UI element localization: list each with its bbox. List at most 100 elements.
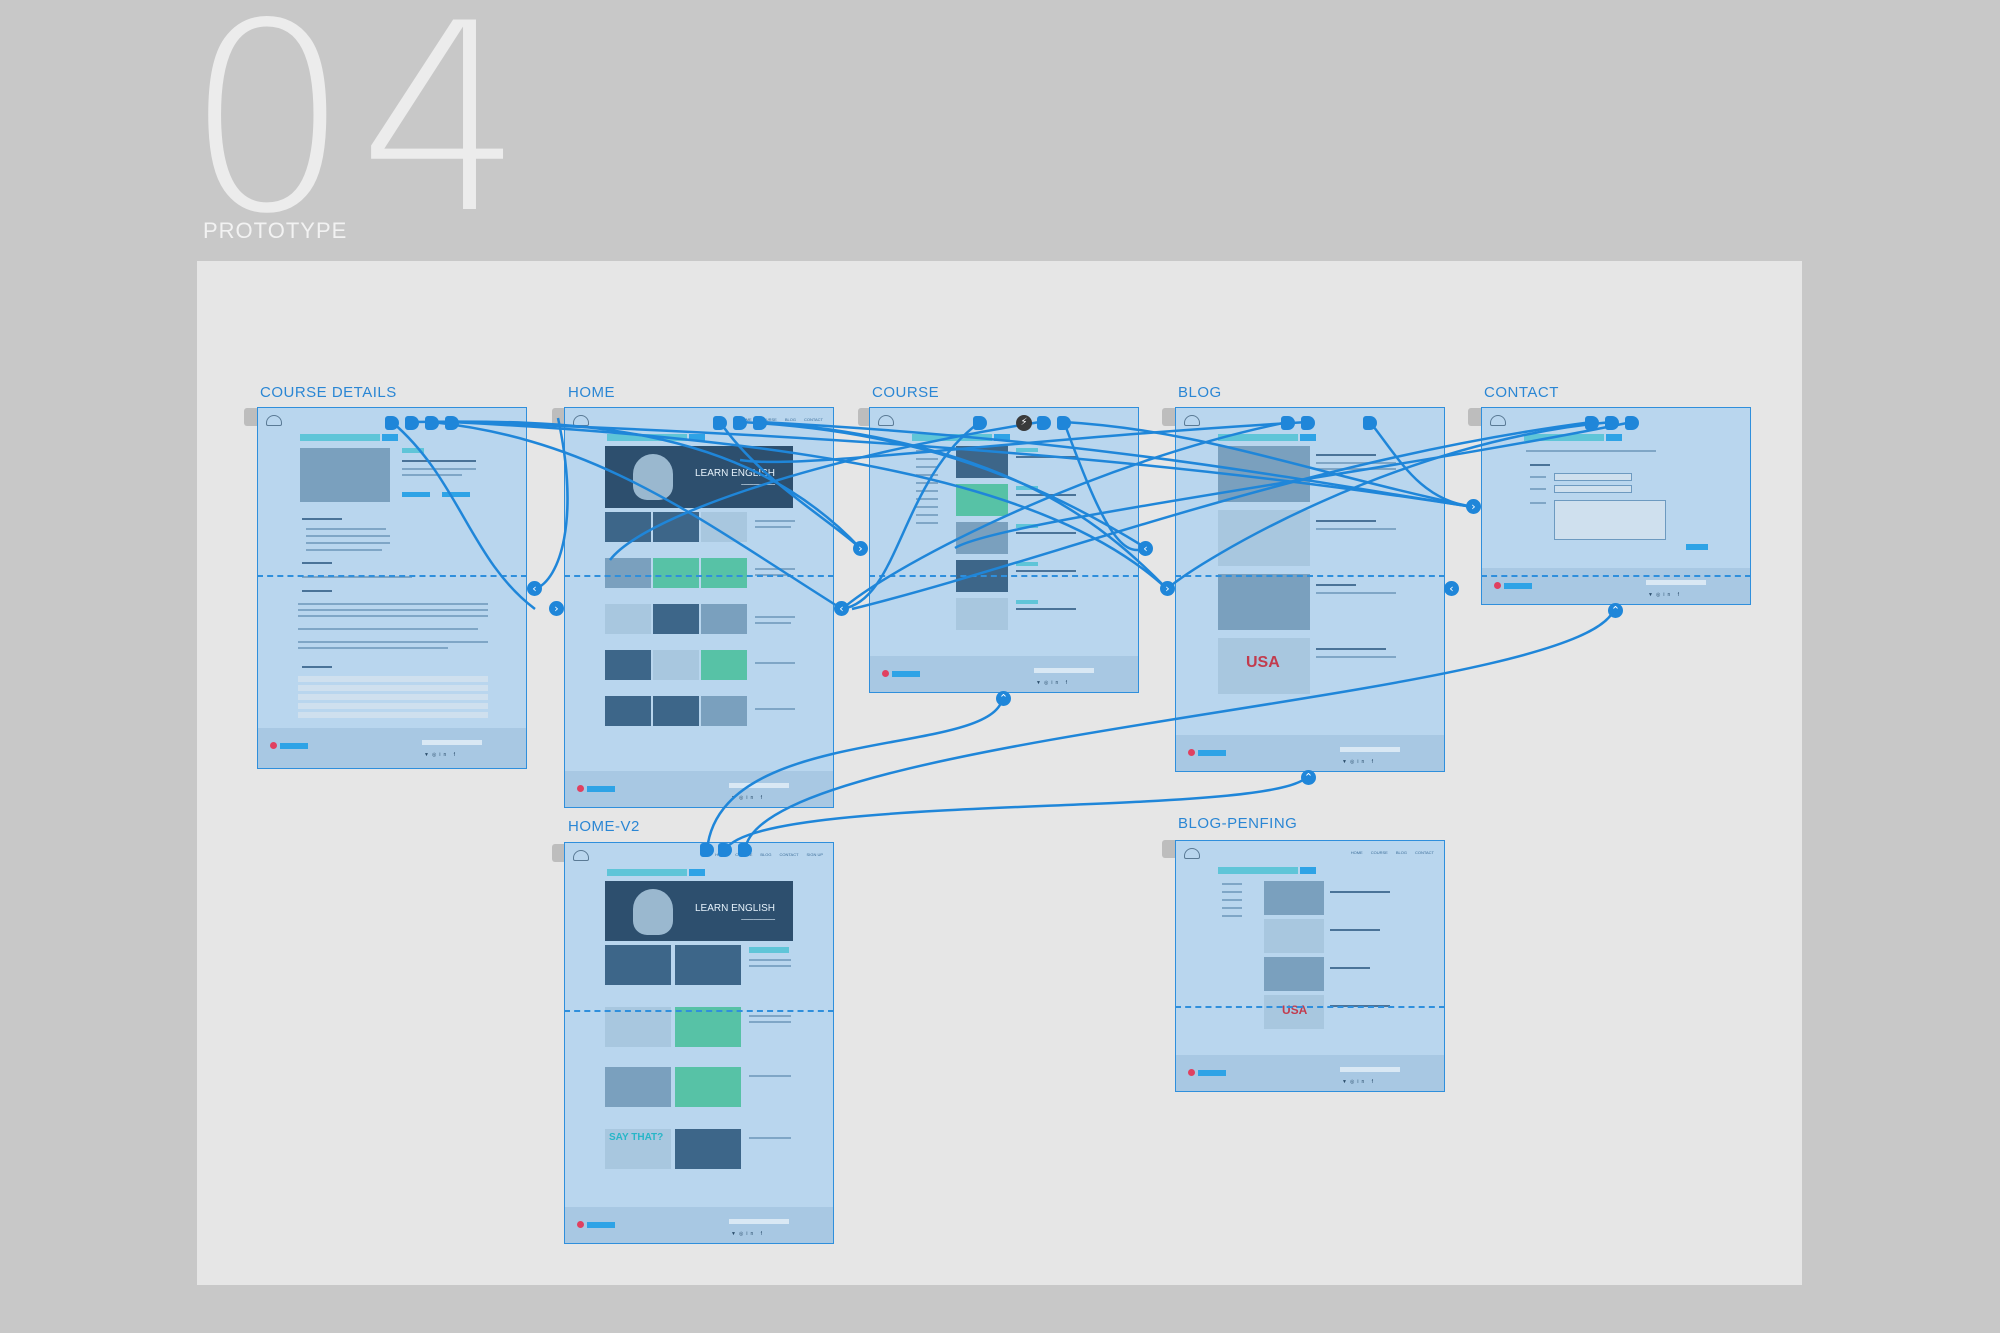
banner	[300, 434, 380, 441]
frame-tab	[1162, 840, 1176, 858]
field-label	[1530, 502, 1546, 504]
frame-tab	[1468, 408, 1482, 426]
chevron-left-icon[interactable]: ‹	[1138, 541, 1153, 556]
text-line	[298, 615, 488, 617]
link-origin-pin[interactable]	[753, 416, 767, 430]
chevron-right-icon[interactable]: ›	[1466, 499, 1481, 514]
blog-image: USA	[1264, 995, 1324, 1029]
name-field	[1554, 473, 1632, 481]
link-origin-pin[interactable]	[733, 416, 747, 430]
footer-button	[280, 743, 308, 749]
text-line	[755, 616, 795, 618]
link-origin-pin[interactable]	[973, 416, 987, 430]
text-line	[749, 1021, 791, 1023]
hero-title: LEARN ENGLISH	[694, 468, 775, 479]
banner	[607, 434, 687, 441]
course-thumbnail	[653, 696, 699, 726]
label-course: COURSE	[872, 384, 940, 401]
usa-art-text: USA	[1246, 654, 1280, 671]
section-heading	[302, 518, 342, 520]
form-heading	[1530, 464, 1550, 466]
blog-image	[1264, 957, 1324, 991]
chevron-right-icon[interactable]: ›	[549, 601, 564, 616]
category-item	[1222, 891, 1242, 893]
link-origin-pin[interactable]	[385, 416, 399, 430]
link-origin-pin[interactable]	[1625, 416, 1639, 430]
chevron-left-icon[interactable]: ‹	[1444, 581, 1459, 596]
category-item	[916, 490, 938, 492]
label-home-v2: HOME-V2	[568, 818, 640, 835]
social-icons: ▼◎in f	[1036, 680, 1070, 686]
chevron-up-icon[interactable]: ⌃	[1608, 603, 1623, 618]
link-origin-pin[interactable]	[1281, 416, 1295, 430]
screen-course[interactable]: ▼◎in f	[869, 407, 1139, 693]
link-origin-pin[interactable]	[718, 843, 732, 857]
hero-banner: LEARN ENGLISH ━━━━━━━━━━━━━━	[605, 446, 793, 508]
link-origin-pin[interactable]	[700, 843, 714, 857]
screen-course-details[interactable]: ▼◎in f	[257, 407, 527, 769]
course-thumbnail	[605, 696, 651, 726]
footer-button	[587, 786, 615, 792]
label-home: HOME	[568, 384, 615, 401]
link-origin-pin[interactable]	[1037, 416, 1051, 430]
tag	[1016, 524, 1038, 528]
text-line	[402, 474, 462, 476]
course-title	[1016, 570, 1076, 572]
footer-logo	[577, 785, 584, 792]
social-icons: ▼◎in f	[424, 752, 458, 758]
footer-logo	[1494, 582, 1501, 589]
social-icons: ▼◎in f	[731, 1231, 765, 1237]
chevron-right-icon[interactable]: ›	[1160, 581, 1175, 596]
link-origin-pin[interactable]	[713, 416, 727, 430]
text-line	[298, 647, 448, 649]
section-title: PROTOTYPE	[203, 218, 348, 243]
link-origin-pin[interactable]	[405, 416, 419, 430]
tag	[749, 947, 789, 953]
cloud-logo-icon	[266, 415, 282, 426]
link-origin-pin[interactable]	[445, 416, 459, 430]
chevron-left-icon[interactable]: ‹	[527, 581, 542, 596]
label-contact: CONTACT	[1484, 384, 1559, 401]
link-origin-pin[interactable]	[1585, 416, 1599, 430]
fold-line	[1175, 1006, 1445, 1008]
category-item	[1222, 883, 1242, 885]
fold-line	[564, 575, 834, 577]
frame-tab	[552, 844, 566, 862]
link-origin-pin[interactable]	[1301, 416, 1315, 430]
chevron-up-icon[interactable]: ⌃	[1301, 770, 1316, 785]
section-heading	[302, 590, 332, 592]
fold-line	[869, 575, 1139, 577]
course-thumbnail	[605, 650, 651, 680]
cloud-logo-icon	[573, 415, 589, 426]
newsletter-input	[422, 740, 482, 745]
chevron-right-icon[interactable]: ›	[853, 541, 868, 556]
say-that-art-text: SAY THAT?	[609, 1132, 664, 1143]
lightning-icon[interactable]: ⚡	[1016, 415, 1032, 431]
course-thumbnail	[956, 598, 1008, 630]
link-origin-pin[interactable]	[425, 416, 439, 430]
screen-home-v2[interactable]: HOMECOURSEBLOGCONTACTSIGN UP LEARN ENGLI…	[564, 842, 834, 1244]
link-origin-pin[interactable]	[1057, 416, 1071, 430]
screen-blog[interactable]: USA ▼◎in f	[1175, 407, 1445, 772]
link-origin-pin[interactable]	[1363, 416, 1377, 430]
banner-button	[994, 434, 1010, 441]
label-blog-penfing: BLOG-PENFING	[1178, 815, 1298, 832]
footer-button	[1504, 583, 1532, 589]
curriculum-row	[298, 712, 488, 718]
text-line	[749, 1015, 791, 1017]
course-thumbnail	[653, 650, 699, 680]
footer-logo	[1188, 749, 1195, 756]
footer: ▼◎in f	[1482, 568, 1750, 604]
text-line	[1316, 656, 1396, 658]
course-title	[1016, 456, 1076, 458]
link-origin-pin[interactable]	[1605, 416, 1619, 430]
link-origin-pin[interactable]	[738, 843, 752, 857]
chevron-left-icon[interactable]: ‹	[834, 601, 849, 616]
social-icons: ▼◎in f	[731, 795, 765, 801]
label-course-details: COURSE DETAILS	[260, 384, 397, 401]
chevron-up-icon[interactable]: ⌃	[996, 691, 1011, 706]
text-line	[755, 662, 795, 664]
course-thumbnail	[653, 604, 699, 634]
